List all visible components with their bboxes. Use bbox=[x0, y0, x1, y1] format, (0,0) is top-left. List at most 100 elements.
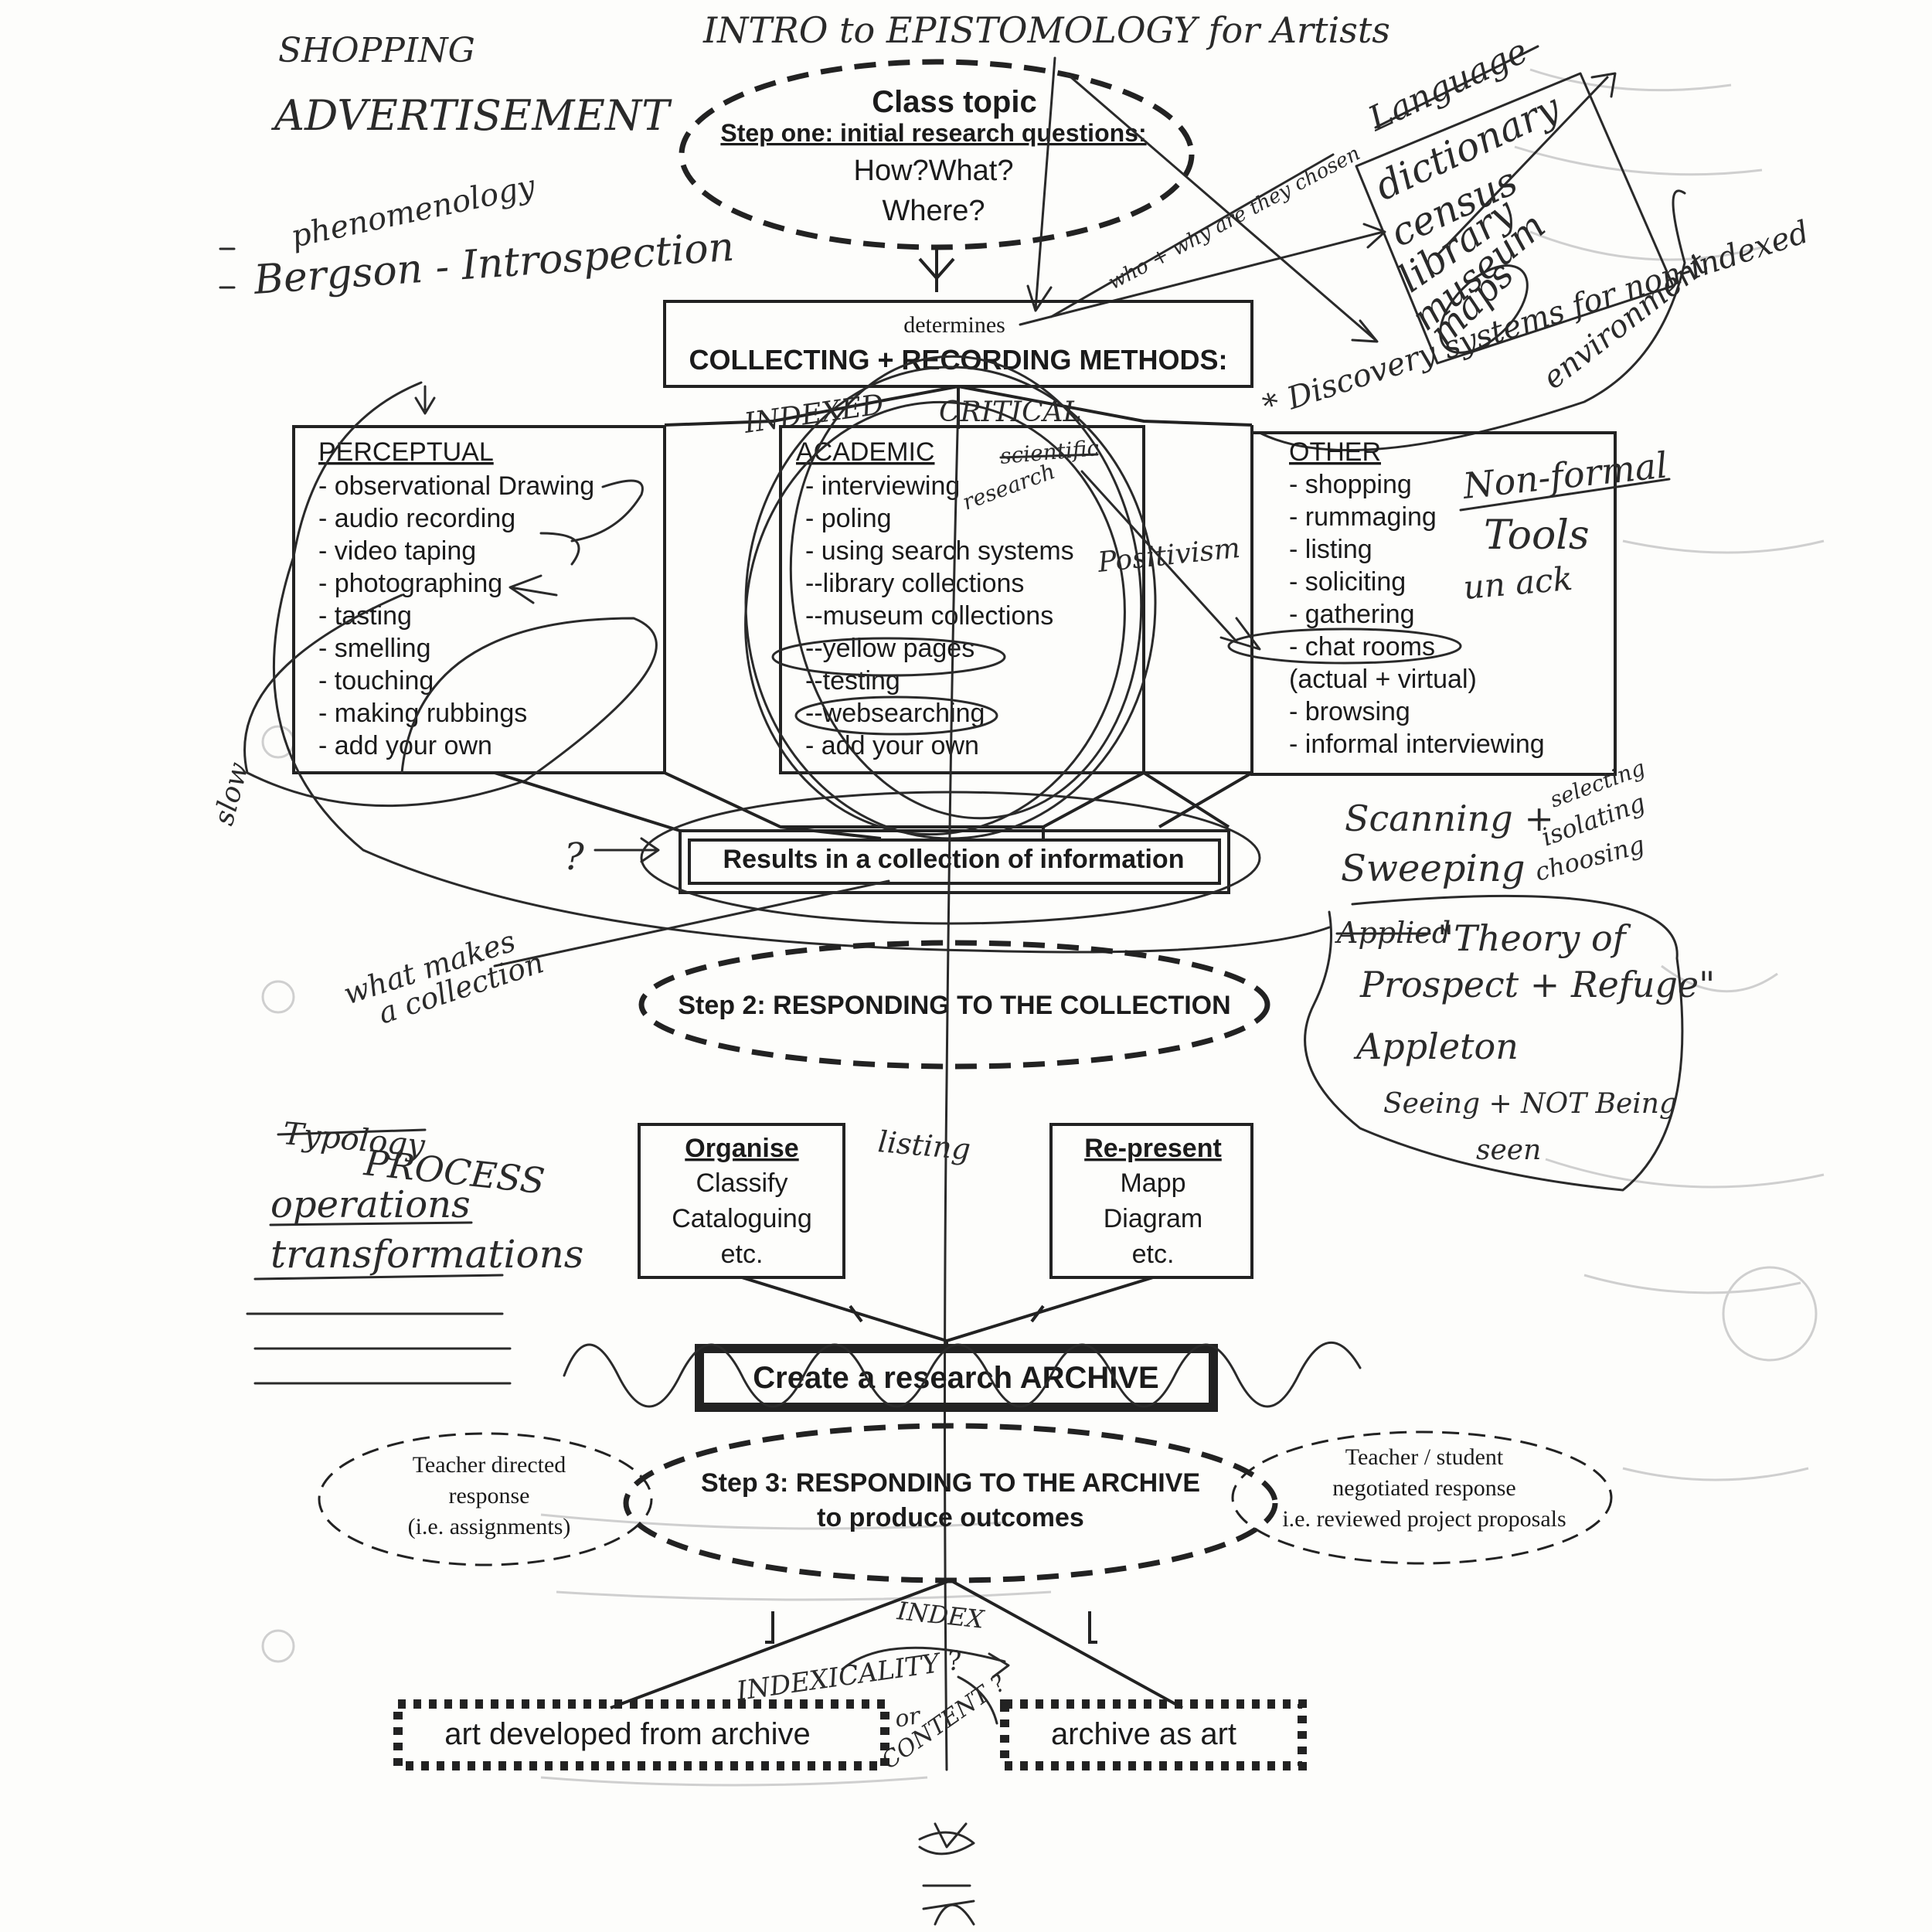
academic-item: --library collections bbox=[805, 569, 1024, 598]
paper-bleed bbox=[261, 68, 1825, 1787]
typology-underlines bbox=[246, 1221, 512, 1385]
note-slow: slow bbox=[208, 759, 255, 828]
archive-box bbox=[695, 1344, 1218, 1412]
represent-etc: etc. bbox=[1132, 1240, 1175, 1269]
step3-line2: to produce outcomes bbox=[817, 1503, 1084, 1532]
step2-label: Step 2: RESPONDING TO THE COLLECTION bbox=[678, 991, 1230, 1020]
organise-cataloguing: Cataloguing bbox=[672, 1204, 811, 1233]
represent-mapp: Mapp bbox=[1120, 1168, 1185, 1198]
perceptual-item: - tasting bbox=[318, 601, 412, 631]
academic-list: - interviewing - poling - using search s… bbox=[805, 471, 1074, 760]
note-listing: listing bbox=[876, 1124, 971, 1166]
academic-item: - interviewing bbox=[805, 471, 960, 501]
note-seeing: Seeing + NOT Being bbox=[1383, 1088, 1677, 1120]
ink-arrow-4 bbox=[1049, 153, 1335, 318]
other-item: (actual + virtual) bbox=[1289, 665, 1477, 694]
note-indexicality: INDEXICALITY ? bbox=[734, 1645, 964, 1707]
other-list: - shopping - rummaging - listing - solic… bbox=[1289, 470, 1545, 759]
archive-as-art-box bbox=[1000, 1699, 1307, 1770]
organise-heading: Organise bbox=[685, 1134, 798, 1163]
other-item: - rummaging bbox=[1289, 502, 1437, 532]
note-tools: Tools bbox=[1484, 512, 1590, 559]
class-topic-ellipse bbox=[679, 59, 1195, 250]
represent-diagram: Diagram bbox=[1104, 1204, 1202, 1233]
academic-item: --museum collections bbox=[805, 601, 1053, 631]
perceptual-item: - smelling bbox=[318, 634, 430, 663]
note-operations: operations bbox=[270, 1183, 471, 1226]
perceptual-item: - photographing bbox=[318, 569, 502, 598]
perceptual-scribble bbox=[243, 381, 1331, 954]
other-item: - browsing bbox=[1289, 697, 1410, 726]
note-appleton: Appleton bbox=[1353, 1026, 1519, 1067]
results-box bbox=[679, 829, 1230, 894]
note-seen: seen bbox=[1476, 1134, 1541, 1166]
note-un-ack: un ack bbox=[1462, 560, 1574, 607]
note-advertisement: ADVERTISEMENT bbox=[270, 91, 672, 140]
bottom-scribbles bbox=[918, 1831, 975, 1926]
art-from-archive-label: art developed from archive bbox=[444, 1717, 811, 1751]
methods-label: COLLECTING + RECORDING METHODS: bbox=[689, 344, 1227, 376]
ink-arrow-3 bbox=[1019, 223, 1386, 326]
methods-determines: determines bbox=[903, 312, 1005, 338]
note-index: INDEX bbox=[895, 1596, 986, 1634]
teacher-student-line2: negotiated response bbox=[1332, 1475, 1515, 1501]
arrow-topic-to-methods bbox=[918, 249, 955, 292]
arrow-to-chat-rooms bbox=[1080, 470, 1261, 651]
perceptual-heading: PERCEPTUAL bbox=[318, 437, 494, 467]
theory-loop bbox=[1304, 894, 1684, 1192]
maps-circle bbox=[1439, 264, 1529, 354]
academic-item: --websearching bbox=[805, 699, 985, 728]
note-shopping: SHOPPING bbox=[278, 31, 475, 70]
question-arrow bbox=[594, 837, 660, 863]
organise-etc: etc. bbox=[721, 1240, 764, 1269]
note-prospect-refuge: Prospect + Refuge" bbox=[1359, 964, 1715, 1005]
other-heading: OTHER bbox=[1289, 437, 1381, 467]
art-from-archive-box bbox=[393, 1699, 889, 1770]
academic-item: - add your own bbox=[805, 731, 979, 760]
yellow-pages-circle bbox=[771, 637, 1006, 677]
perceptual-item: - touching bbox=[318, 666, 434, 696]
perceptual-item: - observational Drawing bbox=[318, 471, 594, 501]
note-scanning: Scanning + bbox=[1345, 798, 1554, 839]
ink-arrow-2 bbox=[1065, 72, 1379, 343]
teacher-student-line1: Teacher / student bbox=[1345, 1444, 1504, 1470]
other-item: - gathering bbox=[1289, 600, 1415, 629]
teacher-student-line3: i.e. reviewed project proposals bbox=[1282, 1506, 1566, 1532]
teacher-directed-line3: (i.e. assignments) bbox=[408, 1514, 571, 1539]
language-arrow bbox=[1436, 72, 1617, 257]
non-formal-underline bbox=[1459, 478, 1671, 512]
archive-fan-lines bbox=[741, 1276, 1154, 1349]
what-makes-line bbox=[493, 879, 890, 968]
teacher-directed-line2: response bbox=[449, 1483, 530, 1509]
organise-box bbox=[638, 1123, 845, 1279]
results-label: Results in a collection of information bbox=[723, 845, 1185, 874]
websearching-circle bbox=[794, 696, 998, 736]
step3-line1: Step 3: RESPONDING TO THE ARCHIVE bbox=[701, 1468, 1200, 1498]
results-inner-box bbox=[688, 838, 1221, 885]
language-strike bbox=[1374, 45, 1539, 129]
typology-strike bbox=[277, 1128, 427, 1136]
archive-as-art-label: archive as art bbox=[1051, 1717, 1236, 1751]
question-where: Where? bbox=[882, 195, 985, 227]
outcome-fan-lines bbox=[610, 1579, 1183, 1709]
academic-item: - poling bbox=[805, 504, 892, 533]
other-item: - chat rooms bbox=[1289, 632, 1435, 662]
ink-arrow-1 bbox=[1026, 56, 1056, 312]
note-critical: CRITICAL bbox=[939, 396, 1082, 428]
perceptual-box bbox=[292, 425, 666, 774]
perceptual-item: - audio recording bbox=[318, 504, 515, 533]
chat-rooms-circle bbox=[1227, 628, 1462, 665]
note-question-mark: ? bbox=[564, 835, 584, 879]
teacher-directed-line1: Teacher directed bbox=[413, 1452, 566, 1478]
note-non-formal: Non-formal bbox=[1461, 444, 1670, 507]
scientific-strike bbox=[999, 453, 1099, 459]
teacher-student-ellipse bbox=[1231, 1430, 1613, 1565]
discovery-loop bbox=[1258, 189, 1686, 451]
note-theory: "Theory of bbox=[1437, 917, 1631, 959]
results-fan-lines bbox=[494, 771, 1253, 840]
perceptual-arrow bbox=[414, 385, 436, 415]
academic-item: --testing bbox=[805, 666, 900, 696]
vertical-ink-line bbox=[934, 400, 968, 1849]
academic-box bbox=[779, 425, 1145, 774]
other-box bbox=[1250, 431, 1617, 776]
